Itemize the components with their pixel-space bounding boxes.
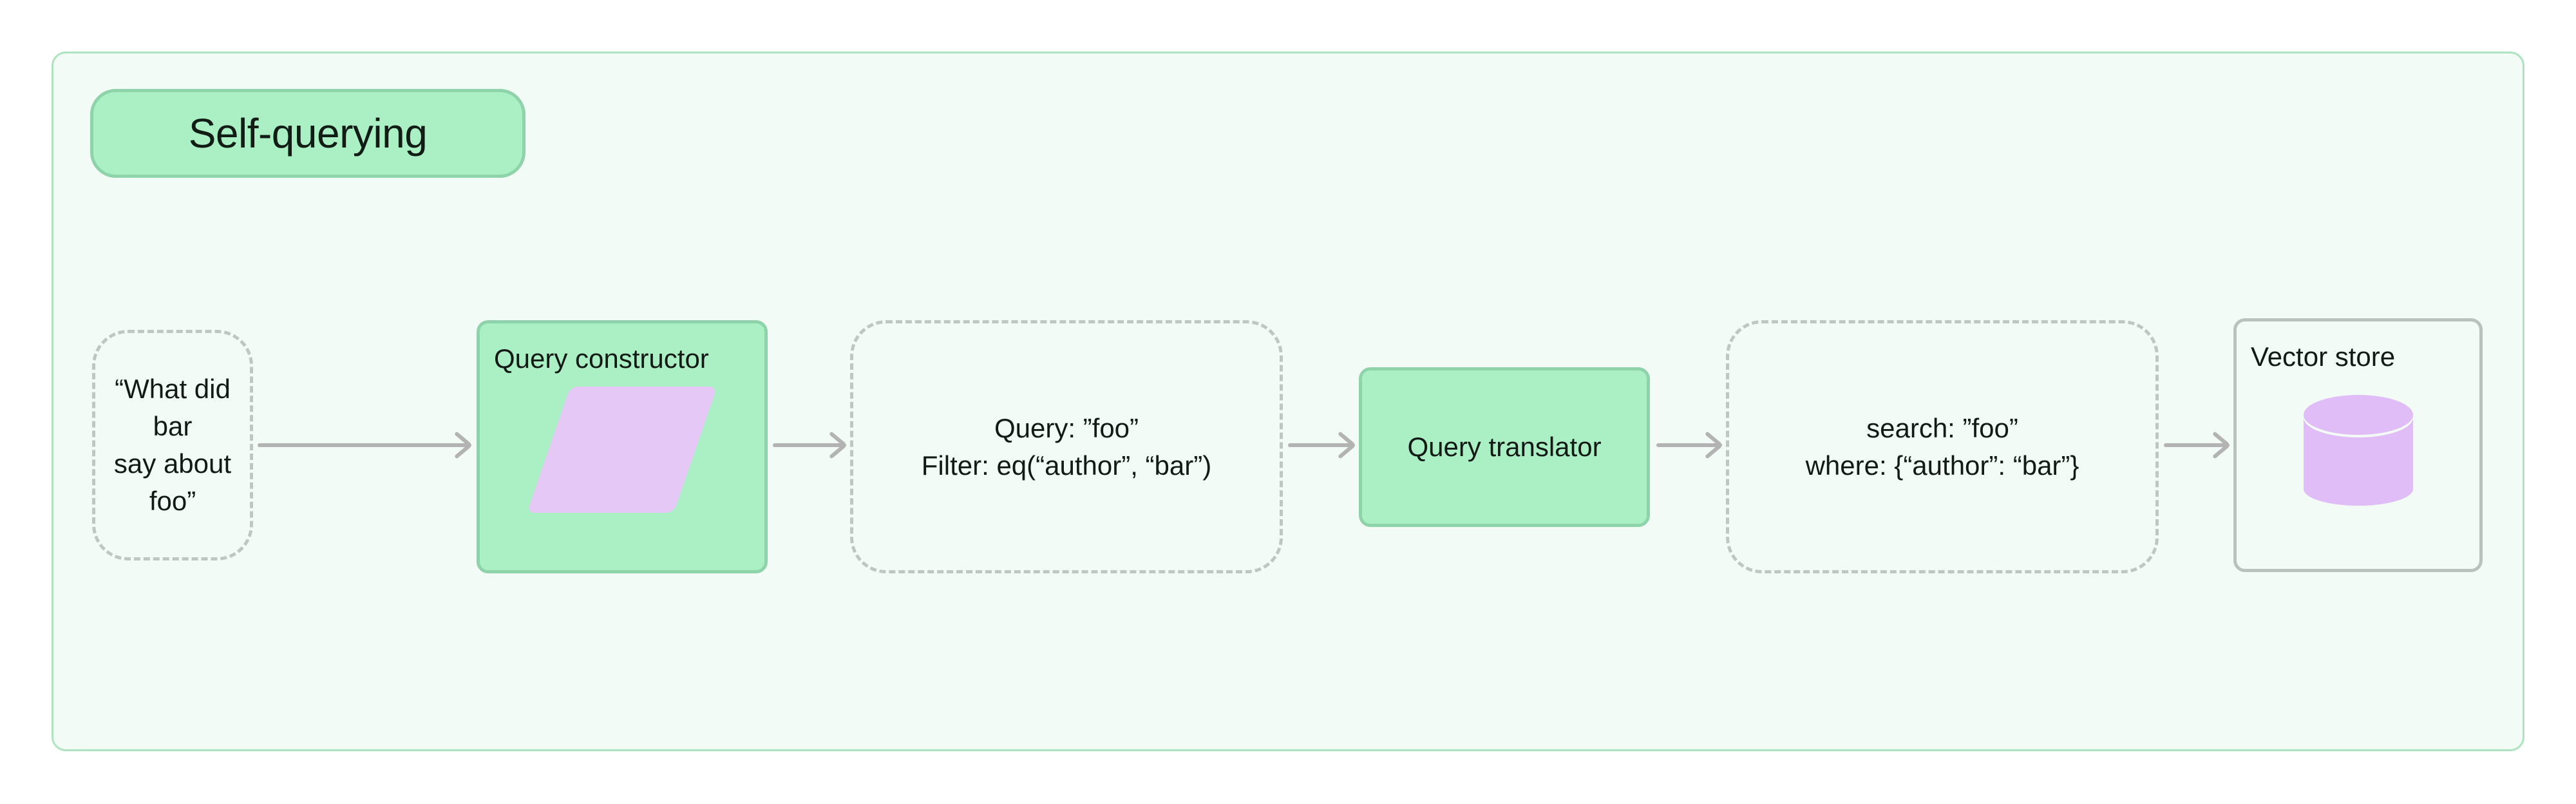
database-cylinder-icon xyxy=(2303,394,2413,516)
node-user-query-label: “What did bar say about foo” xyxy=(113,374,232,516)
node-vector-store-label: Vector store xyxy=(2251,341,2396,372)
edge-query-translator-to-native-query xyxy=(1656,426,1722,464)
edge-line xyxy=(258,443,471,447)
edge-line xyxy=(1656,443,1722,447)
edge-line xyxy=(2164,443,2230,447)
node-query-translator-label: Query translator xyxy=(1407,432,1602,463)
cylinder-top xyxy=(2303,394,2413,435)
node-query-translator[interactable]: Query translator xyxy=(1359,367,1650,527)
edge-query-constructor-to-structured-query xyxy=(773,426,846,464)
subgraph-title-badge: Self-querying xyxy=(90,89,526,178)
node-user-query[interactable]: “What did bar say about foo” xyxy=(92,330,253,560)
node-native-query[interactable]: search: ”foo” where: {“author”: “bar”} xyxy=(1726,320,2159,573)
node-query-constructor[interactable]: Query constructor xyxy=(477,320,768,573)
edge-user-query-to-query-constructor xyxy=(258,426,471,464)
node-native-query-label: search: ”foo” where: {“author”: “bar”} xyxy=(1805,412,2079,481)
node-vector-store[interactable]: Vector store xyxy=(2233,318,2483,572)
node-structured-query[interactable]: Query: ”foo” Filter: eq(“author”, “bar”) xyxy=(850,320,1283,573)
edge-line xyxy=(773,443,846,447)
edge-native-query-to-vector-store xyxy=(2164,426,2230,464)
edge-line xyxy=(1288,443,1355,447)
edge-structured-query-to-query-translator xyxy=(1288,426,1355,464)
parallelogram-icon xyxy=(527,386,717,513)
node-query-constructor-label: Query constructor xyxy=(494,343,709,374)
node-structured-query-label: Query: ”foo” Filter: eq(“author”, “bar”) xyxy=(921,412,1212,481)
